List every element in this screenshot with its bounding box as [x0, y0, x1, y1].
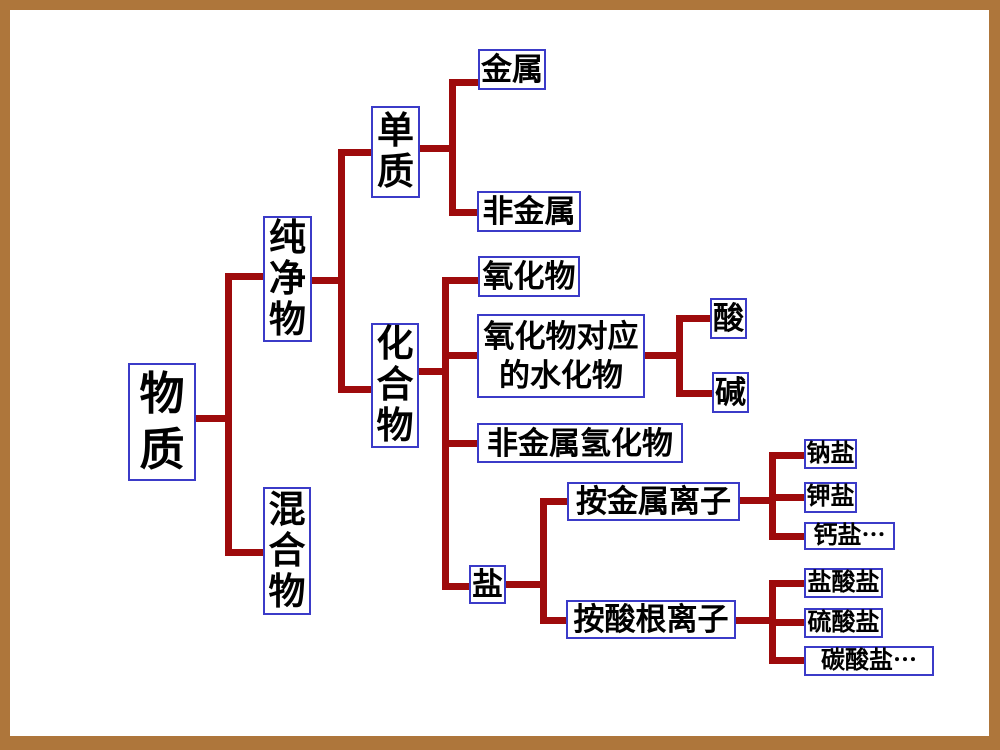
connector-line [225, 549, 264, 556]
connector-line [676, 390, 713, 397]
node-sulfate-salt: 硫酸盐 [804, 608, 883, 638]
node-base: 碱 [712, 372, 749, 413]
connector-line [769, 533, 805, 540]
connector-line [506, 581, 544, 588]
node-potassium-salt: 钾盐 [804, 482, 857, 513]
node-matter: 物质 [128, 363, 196, 481]
connector-line [338, 149, 373, 156]
node-salt: 盐 [469, 565, 506, 604]
node-oxide-hydrate: 氧化物对应的水化物 [477, 314, 645, 398]
node-metal: 金属 [478, 49, 546, 90]
connector-line [769, 494, 805, 501]
connector-line [540, 617, 568, 624]
connector-line [442, 583, 471, 590]
node-acid: 酸 [710, 298, 747, 339]
connector-line [740, 497, 773, 504]
node-carbonate-salt: 碳酸盐⋯ [804, 646, 934, 676]
connector-line [769, 580, 805, 587]
connector-line [196, 415, 232, 422]
connector-line [769, 452, 805, 459]
connector-line [449, 79, 479, 86]
connector-line [769, 657, 805, 664]
connector-line [442, 352, 479, 359]
node-compound: 化合物 [371, 323, 419, 448]
node-mixture: 混合物 [263, 487, 311, 615]
node-pure-substance: 纯净物 [263, 216, 312, 342]
connector-line [311, 277, 345, 284]
connector-line [540, 498, 568, 505]
node-nonmetal-hydride: 非金属氢化物 [477, 423, 683, 463]
node-nonmetal: 非金属 [477, 191, 581, 232]
connector-line [645, 352, 680, 359]
connector-line [225, 273, 264, 280]
node-calcium-salt: 钙盐⋯ [804, 522, 895, 550]
node-oxide: 氧化物 [478, 256, 580, 297]
node-sodium-salt: 钠盐 [804, 439, 857, 469]
connector-line [225, 273, 232, 556]
node-by-acid-radical-ion: 按酸根离子 [566, 600, 736, 639]
node-element: 单质 [371, 106, 420, 198]
connector-line [442, 440, 479, 447]
connector-line [419, 368, 449, 375]
connector-line [540, 498, 547, 624]
connector-line [420, 145, 456, 152]
connector-line [736, 617, 773, 624]
node-chloride-salt: 盐酸盐 [804, 568, 883, 598]
node-by-metal-ion: 按金属离子 [567, 482, 740, 521]
connector-line [442, 277, 449, 590]
connector-line [338, 149, 345, 393]
connector-line [442, 277, 479, 284]
connector-line [449, 209, 479, 216]
connector-line [338, 386, 373, 393]
connector-line [769, 619, 805, 626]
connector-line [676, 315, 711, 322]
